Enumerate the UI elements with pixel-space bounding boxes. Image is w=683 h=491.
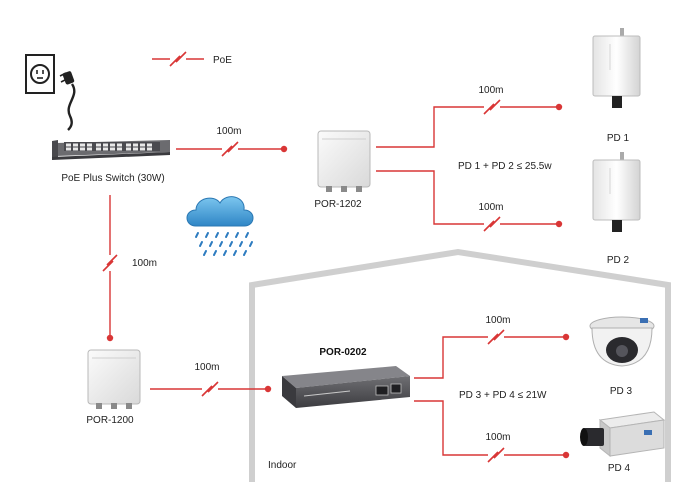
legend: PoE — [152, 51, 232, 67]
lightning-bolt-icon — [483, 99, 501, 115]
link-label-pd1: 100m — [478, 85, 503, 96]
rain-cloud-icon — [186, 196, 254, 256]
link-label-pd2: 100m — [478, 202, 503, 213]
power-outlet-icon — [25, 54, 55, 94]
pd-3-dome-camera — [589, 316, 655, 367]
por-1202-label: POR-1202 — [314, 199, 362, 210]
por-0202-device — [282, 366, 410, 408]
por-1200-device — [87, 349, 141, 409]
link-label-switch-por1202: 100m — [216, 126, 241, 137]
indoor-power-budget: PD 3 + PD 4 ≤ 21W — [459, 390, 547, 401]
lightning-bolt-icon — [483, 216, 501, 232]
link-label-switch-por1200: 100m — [132, 258, 157, 269]
pd-4-label: PD 4 — [608, 463, 631, 474]
legend-label: PoE — [213, 55, 232, 66]
lightning-bolt-icon — [102, 254, 118, 272]
pd-4-box-camera — [580, 411, 666, 458]
pd-1-access-point — [592, 28, 641, 108]
indoor-zone-outline — [249, 248, 671, 482]
pd-3-label: PD 3 — [610, 386, 633, 397]
link-label-pd3: 100m — [485, 315, 510, 326]
lightning-bolt-icon — [169, 51, 187, 67]
switch-label: PoE Plus Switch (30W) — [61, 173, 164, 184]
pd-1-label: PD 1 — [607, 133, 630, 144]
power-plug-icon — [59, 71, 76, 131]
lightning-bolt-icon — [221, 141, 239, 157]
lightning-bolt-icon — [487, 329, 505, 345]
link-label-pd4: 100m — [485, 432, 510, 443]
pd-2-label: PD 2 — [607, 255, 630, 266]
lightning-bolt-icon — [487, 447, 505, 463]
pd-2-access-point — [592, 152, 641, 232]
poe-plus-switch — [52, 140, 170, 160]
link-label-por1200-por0202: 100m — [194, 362, 219, 373]
indoor-zone-label: Indoor — [268, 460, 297, 471]
por-1200-label: POR-1200 — [86, 415, 134, 426]
por-0202-label: POR-0202 — [319, 347, 367, 358]
lightning-bolt-icon — [201, 381, 219, 397]
outdoor-power-budget: PD 1 + PD 2 ≤ 25.5w — [458, 161, 552, 172]
por-1202-device — [317, 130, 371, 192]
poe-bolt-icons — [102, 99, 505, 463]
